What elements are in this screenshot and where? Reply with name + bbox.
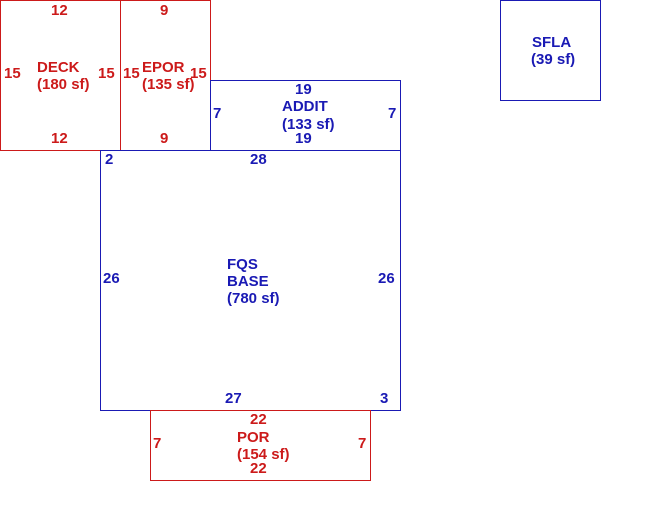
base-bottom-right-short-dimension: 3: [380, 390, 389, 407]
deck-area: (180 sf): [37, 76, 90, 93]
addit-right-dimension: 7: [388, 105, 397, 122]
deck-bottom-dimension: 12: [51, 130, 68, 147]
sfla-area: (39 sf): [531, 51, 576, 68]
addit-name: ADDIT: [282, 98, 328, 115]
epor-bottom-dimension: 9: [160, 130, 169, 147]
base-bottom-dimension: 27: [225, 390, 242, 407]
sfla-outline: [500, 0, 601, 101]
epor-top-dimension: 9: [160, 2, 169, 19]
base-top-left-short-dimension: 2: [105, 151, 114, 168]
addit-top-dimension: 19: [295, 81, 312, 98]
por-area: (154 sf): [237, 446, 290, 463]
por-name: POR: [237, 429, 270, 446]
epor-left-dimension: 15: [123, 65, 140, 82]
sfla-name: SFLA: [532, 34, 572, 51]
epor-name: EPOR: [142, 59, 185, 76]
base-name-line2: BASE: [227, 273, 269, 290]
addit-bottom-dimension: 19: [295, 130, 312, 147]
base-right-dimension: 26: [378, 270, 395, 287]
por-right-dimension: 7: [358, 435, 367, 452]
por-top-dimension: 22: [250, 411, 267, 428]
base-area: (780 sf): [227, 290, 280, 307]
addit-area: (133 sf): [282, 116, 335, 133]
base-name-line1: FQS: [227, 256, 258, 273]
por-outline: [150, 410, 371, 481]
deck-name: DECK: [37, 59, 80, 76]
deck-top-dimension: 12: [51, 2, 68, 19]
por-bottom-dimension: 22: [250, 460, 267, 477]
epor-right-dimension: 15: [190, 65, 207, 82]
addit-left-dimension: 7: [213, 105, 222, 122]
deck-right-dimension: 15: [98, 65, 115, 82]
deck-left-dimension: 15: [4, 65, 21, 82]
base-top-dimension: 28: [250, 151, 267, 168]
por-left-dimension: 7: [153, 435, 162, 452]
base-left-dimension: 26: [103, 270, 120, 287]
epor-area: (135 sf): [142, 76, 195, 93]
